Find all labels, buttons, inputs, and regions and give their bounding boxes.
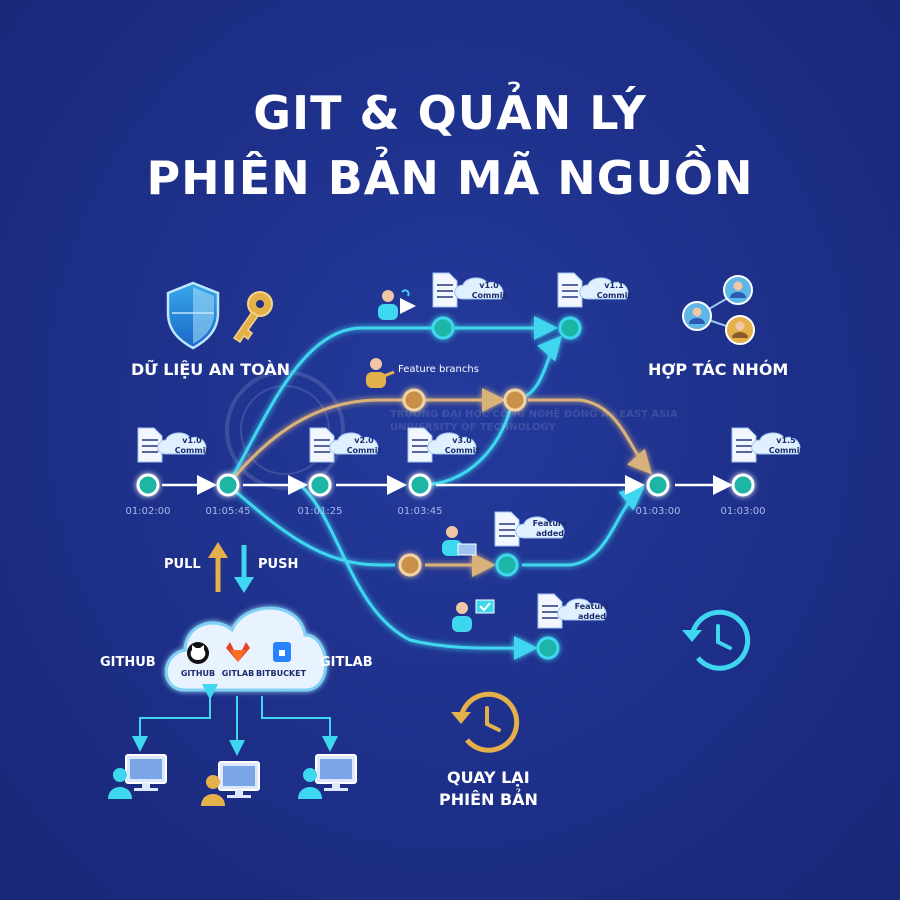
push-arrow-icon (234, 545, 254, 593)
document-icon (137, 427, 207, 463)
timestamp: 01:05:45 (205, 506, 251, 517)
shield-icon (166, 281, 220, 350)
document-icon (494, 511, 565, 547)
feature-added-2: added (577, 612, 606, 621)
push-label: PUSH (258, 557, 299, 572)
commit-version: v1.1 (604, 281, 624, 290)
commit-version: v1.0 (182, 436, 202, 445)
commit-version: v1.5 (776, 436, 796, 445)
feature-added-2: added (535, 529, 564, 538)
title-line-1: GIT & QUẢN LÝ (253, 86, 647, 140)
monitor-user-icon (108, 754, 167, 799)
feature-added-1: Feature (574, 602, 610, 611)
gitlab-side-label: GITLAB (320, 655, 373, 670)
document-icon (407, 427, 477, 463)
node-upper-1 (431, 316, 455, 340)
team-collab-label: HỢP TÁC NHÓM (648, 360, 789, 379)
document-icons (137, 272, 801, 629)
watermark-text: TRƯỜNG ĐẠI HỌC CÔNG NGHỆ ĐÔNG Á · EAST A… (390, 409, 678, 433)
timestamp: 01:03:00 (635, 506, 681, 517)
document-icon (731, 427, 801, 463)
pull-label: PULL (164, 557, 201, 572)
title-line-2: PHIÊN BẢN MÃ NGUỒN (146, 151, 754, 205)
monitor-user-icons (108, 754, 357, 806)
node-gold-1 (402, 388, 426, 412)
service-github-label: GITHUB (180, 669, 216, 678)
revert-label-1: QUAY LẠI (447, 768, 530, 787)
service-gitlab-label: GITLAB (221, 669, 255, 678)
monitor-user-icon (201, 761, 260, 806)
key-icon (232, 291, 273, 344)
feature-added-1: Feature (532, 519, 568, 528)
github-side-label: GITHUB (100, 655, 156, 670)
commit-word: Commit (768, 446, 804, 455)
node-gold-2 (503, 388, 527, 412)
node-lower-2 (495, 553, 519, 577)
branch-lines (226, 316, 653, 661)
feature-branch-label: Feature branchs (398, 364, 479, 375)
commit-version: v3.0 (452, 436, 472, 445)
document-icon (557, 272, 629, 308)
branch-gold-merge (528, 398, 653, 475)
developer-icons (366, 289, 495, 632)
monitor-user-icon (298, 754, 357, 799)
branch-lower (227, 483, 395, 567)
node-upper-2 (558, 316, 582, 340)
commit-version: v2.0 (354, 436, 374, 445)
commit-word: Commit (174, 446, 210, 455)
node-main-5 (646, 473, 670, 497)
service-bitbucket-label: BITBUCKET (255, 669, 307, 678)
safe-data-label: DỮ LIỆU AN TOÀN (131, 360, 291, 379)
commit-word: Commit (471, 291, 507, 300)
commit-version: v1.0 (479, 281, 499, 290)
document-icon (432, 272, 504, 308)
pull-arrow-icon (208, 542, 228, 592)
history-icon (682, 609, 751, 671)
commit-word: Commit (444, 446, 480, 455)
node-main-4 (408, 473, 432, 497)
timestamp: 01:03:00 (720, 506, 766, 517)
node-main-1 (136, 473, 160, 497)
timestamp: 01:01:25 (297, 506, 343, 517)
node-lower-1 (398, 553, 422, 577)
branch-feature-gold (226, 388, 506, 486)
revert-history-icon (451, 691, 520, 753)
document-icon (309, 427, 379, 463)
node-bottom (536, 636, 560, 660)
timestamp: 01:03:45 (397, 506, 443, 517)
node-main-2 (216, 473, 240, 497)
branch-v3-up (419, 409, 512, 487)
node-main-6 (731, 473, 755, 497)
node-main-3 (308, 473, 332, 497)
timestamp: 01:02:00 (125, 506, 171, 517)
commit-word: Commit (346, 446, 382, 455)
branch-lower-merge (522, 486, 645, 567)
commit-word: Commit (596, 291, 632, 300)
service-logos (187, 642, 291, 664)
document-icon (537, 593, 607, 629)
commit-nodes (136, 316, 755, 660)
revert-label-2: PHIÊN BẢN (439, 790, 538, 809)
remote-links (132, 684, 338, 756)
branch-upper (226, 316, 558, 486)
branch-bottom (299, 483, 538, 661)
team-network-icon (682, 275, 755, 345)
